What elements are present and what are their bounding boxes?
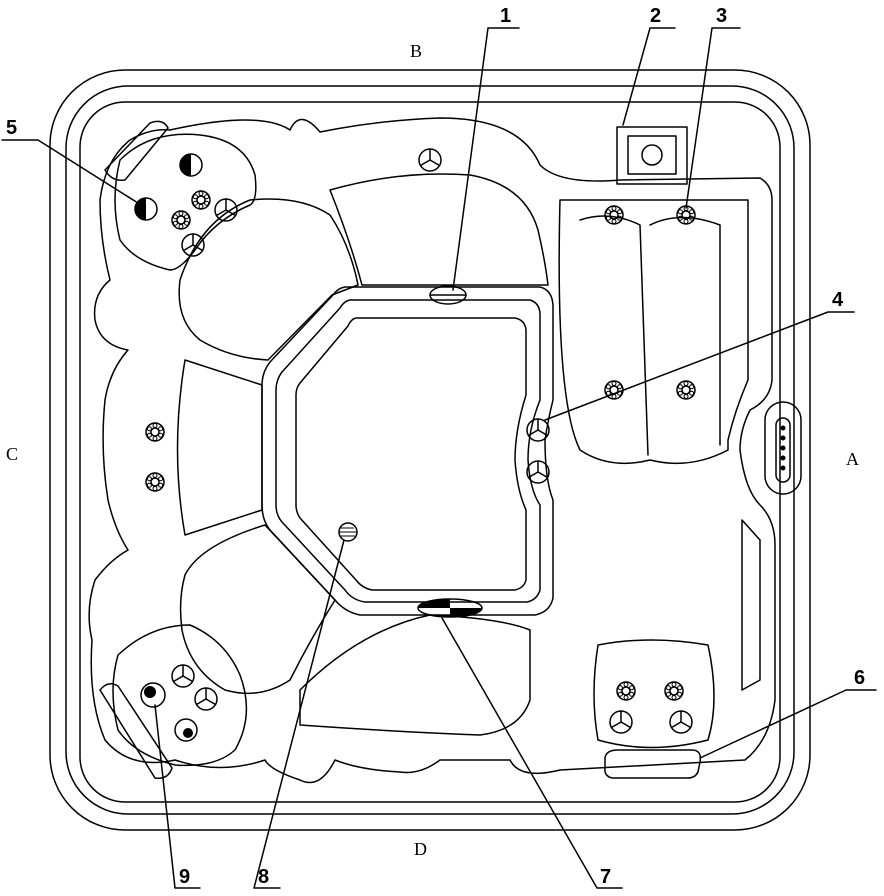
callout-6: 6 <box>854 667 865 689</box>
jet-icon <box>616 681 636 701</box>
deck-outline <box>79 101 781 803</box>
rotary-jet-icon <box>526 460 550 484</box>
callout-leaders <box>1 27 877 889</box>
skimmer-filter-inner <box>627 135 677 175</box>
side-label-right: A <box>846 449 859 469</box>
side-label-bottom: D <box>414 839 427 859</box>
skimmer-drain <box>641 144 663 166</box>
lower-left-headrest <box>112 624 248 767</box>
skimmer-filter <box>616 126 688 185</box>
jet-icon <box>145 422 165 442</box>
footwell-mid <box>275 299 541 603</box>
callout-5: 5 <box>6 117 17 139</box>
diverter-valve-2 <box>174 718 198 742</box>
callout-7: 7 <box>600 866 611 888</box>
bottom-lounge <box>299 614 531 736</box>
jet-icon <box>676 380 696 400</box>
control-panel-buttons <box>780 425 786 471</box>
callout-2: 2 <box>650 5 661 27</box>
upper-left-headrest <box>114 133 257 271</box>
suction-drain <box>338 522 358 542</box>
control-panel-inner <box>775 417 791 483</box>
underwater-light <box>417 598 483 618</box>
jet-icon <box>191 190 211 210</box>
top-seat <box>329 173 549 286</box>
side-label-left: C <box>6 444 18 464</box>
jet-icon <box>145 472 165 492</box>
jet-icon <box>664 681 684 701</box>
diverter-valve-1 <box>140 682 166 708</box>
air-control-upper <box>179 153 203 177</box>
rotary-jet-icon <box>418 148 442 172</box>
rotary-jet-icon <box>609 710 633 734</box>
lower-left-seat-pad <box>179 524 336 695</box>
control-panel <box>764 401 802 495</box>
upper-left-seat-pad <box>178 198 359 361</box>
callout-8: 8 <box>258 866 269 888</box>
rotary-jet-icon <box>669 710 693 734</box>
callout-9: 9 <box>179 866 190 888</box>
right-lounge <box>558 199 749 465</box>
left-top-pillow <box>104 120 169 182</box>
footwell-inner <box>295 317 527 591</box>
right-bottom-pillow <box>604 749 702 779</box>
left-seat <box>176 359 263 536</box>
callout-3: 3 <box>716 5 727 27</box>
rotary-jet-icon <box>171 664 195 688</box>
callout-1: 1 <box>500 5 511 27</box>
callout-4: 4 <box>832 289 844 311</box>
jet-icon <box>604 205 624 225</box>
left-bottom-pillow <box>99 683 173 780</box>
outer-shell-outline <box>49 69 811 831</box>
inner-shell-outline <box>65 85 795 815</box>
rotary-jet-icon <box>194 687 218 711</box>
lower-right-seat <box>593 639 715 749</box>
air-control-lower <box>134 197 158 221</box>
right-wall-channel <box>741 519 761 691</box>
right-lounge-channel <box>579 215 721 456</box>
seating-well-contour <box>88 117 776 784</box>
jet-icon <box>171 210 191 230</box>
footwell-outer <box>261 286 554 616</box>
side-label-top: B <box>410 41 422 61</box>
